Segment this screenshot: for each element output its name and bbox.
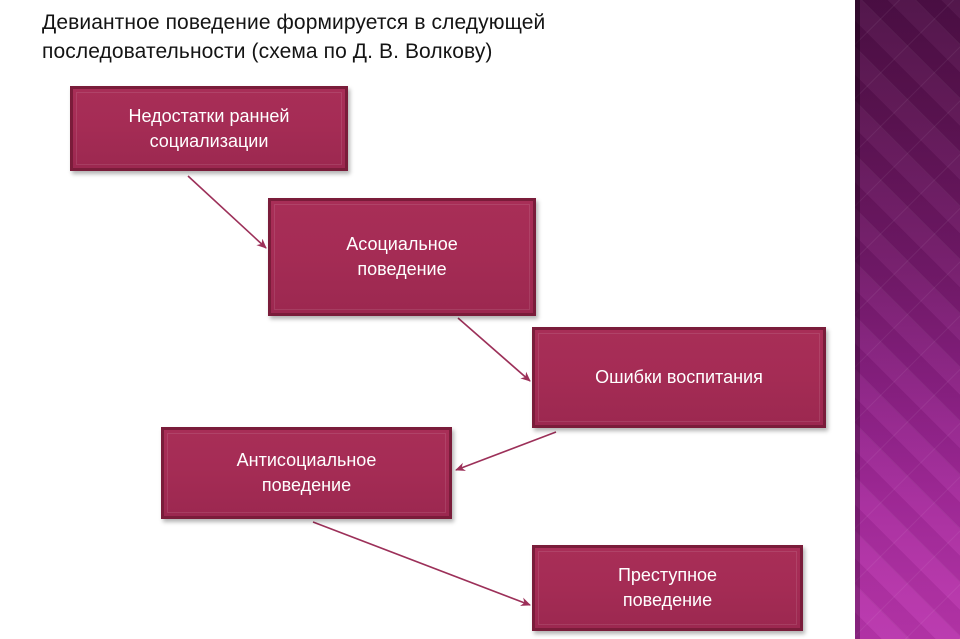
sidebar-left-edge <box>855 0 860 639</box>
flow-node-asocial-behavior[interactable]: Асоциальное поведение <box>268 198 536 316</box>
page-title: Девиантное поведение формируется в следу… <box>42 11 546 63</box>
flow-node-early-socialization-deficiencies[interactable]: Недостатки ранней социализации <box>70 86 348 171</box>
connector-arrow-4 <box>312 521 531 606</box>
connector-arrow-3 <box>455 431 557 471</box>
decorative-sidebar <box>855 0 960 639</box>
flow-node-antisocial-behavior[interactable]: Антисоциальное поведение <box>161 427 452 519</box>
connector-arrow-1 <box>187 175 267 249</box>
flow-node-criminal-behavior[interactable]: Преступное поведение <box>532 545 803 631</box>
connector-arrow-2 <box>457 317 531 382</box>
sidebar-gradient-pattern <box>855 0 960 639</box>
flow-node-upbringing-errors[interactable]: Ошибки воспитания <box>532 327 826 428</box>
